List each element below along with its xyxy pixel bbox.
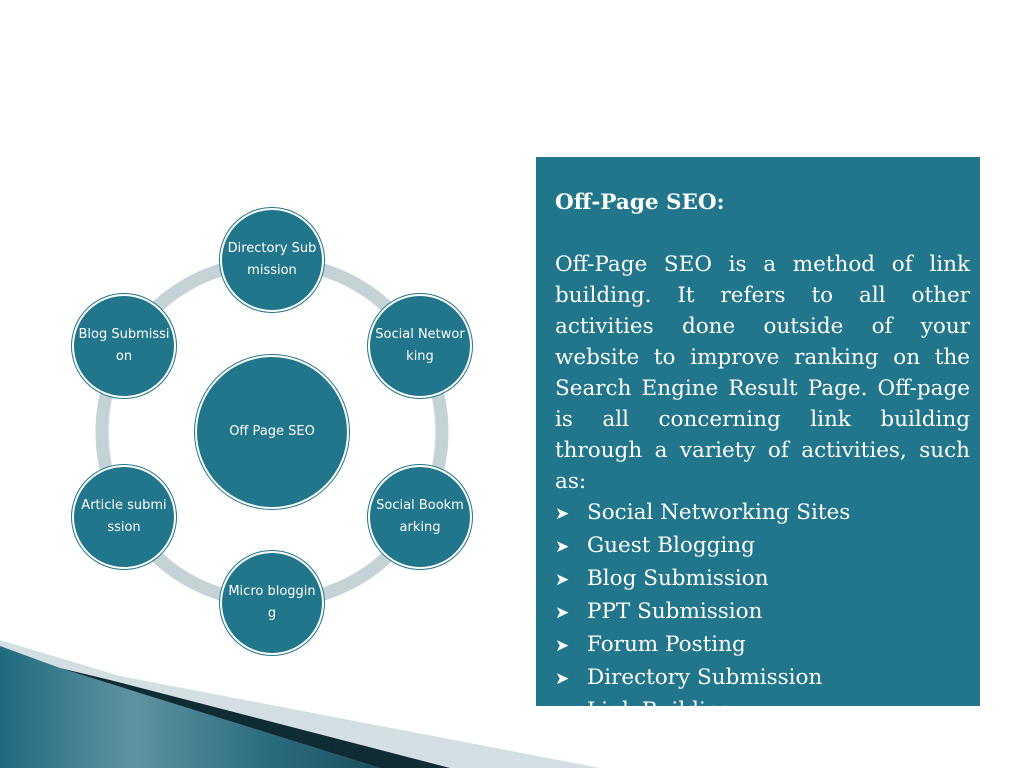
node-social-networking: Social Networking [368,294,472,398]
panel-title: Off-Page SEO: [555,190,725,215]
arrow-bullet-icon: ➤ [555,702,570,722]
arrow-bullet-icon: ➤ [555,504,570,524]
arrow-bullet-icon: ➤ [555,669,570,689]
node-label: Micro blogging [228,584,316,621]
arrow-bullet-icon: ➤ [555,537,570,557]
arrow-bullet-icon: ➤ [555,603,570,623]
arrow-bullet-icon: ➤ [555,570,570,590]
list-item-text: Directory Submission [587,665,823,690]
list-item-text: Social Networking Sites [587,500,851,525]
node-label: Blog Submission [78,327,170,364]
activity-list: ➤ Social Networking Sites ➤ Guest Blogging… [555,497,970,728]
node-directory-submission: Directory Submission [220,208,324,312]
center-node-label: Off Page SEO [229,424,315,439]
node-label: Social Networking [375,327,465,364]
panel-description: Off-Page SEO is a method of link buildin… [555,252,970,494]
off-page-seo-diagram: Off Page SEO Directory Submission Social… [0,0,520,700]
node-article-submission: Article submission [72,465,176,569]
list-item-text: PPT Submission [587,599,763,624]
decorative-ribbon [0,640,600,768]
node-label: Social Bookmarking [376,498,464,535]
list-item: ➤ Social Networking Sites [555,497,970,530]
node-social-bookmarking: Social Bookmarking [368,465,472,569]
node-micro-blogging: Micro blogging [220,551,324,655]
info-panel: Off-Page SEO: Off-Page SEO is a method o… [536,157,980,723]
node-blog-submission: Blog Submission [72,294,176,398]
list-item: ➤ Link Building [555,695,970,728]
list-item-text: Blog Submission [587,566,769,591]
list-item-text: Guest Blogging [587,533,755,558]
list-item: ➤ Guest Blogging [555,530,970,563]
list-item: ➤ Forum Posting [555,629,970,662]
node-label: Article submission [81,498,167,535]
list-item: ➤ PPT Submission [555,596,970,629]
list-item: ➤ Directory Submission [555,662,970,695]
node-label: Directory Submission [227,241,317,278]
list-item-text: Forum Posting [587,632,746,657]
center-node: Off Page SEO [195,355,349,509]
arrow-bullet-icon: ➤ [555,636,570,656]
list-item-text: Link Building [587,698,734,723]
list-item: ➤ Blog Submission [555,563,970,596]
